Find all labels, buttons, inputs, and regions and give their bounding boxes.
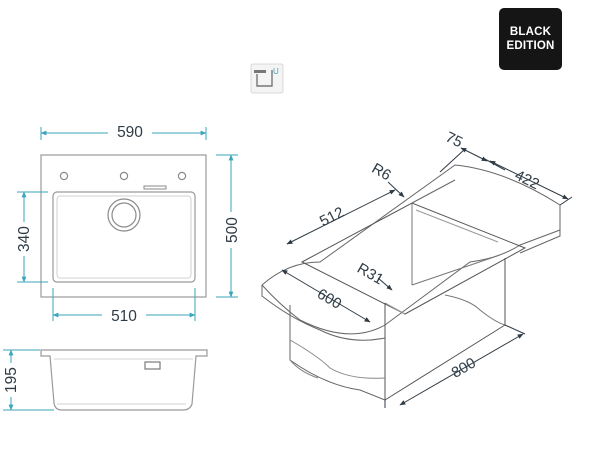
badge-line-2: EDITION (506, 40, 555, 52)
bowl-outline (52, 191, 196, 283)
undermount-icon-letter: U (273, 67, 279, 76)
badge-line-1: BLACK (509, 26, 552, 38)
dimension-label-500: 500 (224, 217, 241, 243)
cabinet-back-panel (444, 258, 506, 326)
dimension-800 (384, 324, 526, 408)
dimension-label-600: 600 (314, 285, 344, 312)
dimension-label-75: 75 (443, 129, 465, 152)
dimension-label-590-text: 590 (117, 124, 143, 141)
drain-inner (111, 202, 137, 228)
radius-r31-leader (377, 277, 393, 291)
dimension-label-510: 510 (111, 308, 137, 325)
dimension-label-422: 422 (512, 167, 542, 193)
top-view (40, 154, 207, 298)
dimension-label-r31: R31 (354, 260, 386, 288)
section-view (40, 349, 208, 411)
dimension-422 (489, 160, 573, 206)
overflow-slot (143, 185, 167, 190)
drain-outer (107, 198, 141, 232)
dimension-label-r6: R6 (369, 160, 394, 184)
countertop (261, 164, 561, 335)
sink-outline (40, 154, 207, 298)
undermount-install-icon: U (250, 63, 284, 94)
dimension-label-800: 800 (449, 354, 479, 381)
cabinet-left-panel (289, 305, 386, 401)
section-overflow-slot (144, 361, 161, 370)
dimension-label-340: 340 (16, 226, 33, 252)
radius-r6-leader (387, 181, 405, 198)
tap-hole-left (59, 171, 69, 181)
dimension-512 (286, 189, 396, 245)
installation-view (261, 164, 561, 401)
tap-hole-center (119, 171, 129, 181)
black-edition-badge: BLACK EDITION (499, 8, 562, 70)
bowl-inner-outline (56, 195, 192, 279)
dimension-label-195: 195 (3, 367, 20, 393)
dimension-600 (281, 269, 371, 323)
tap-hole-right (177, 171, 187, 181)
